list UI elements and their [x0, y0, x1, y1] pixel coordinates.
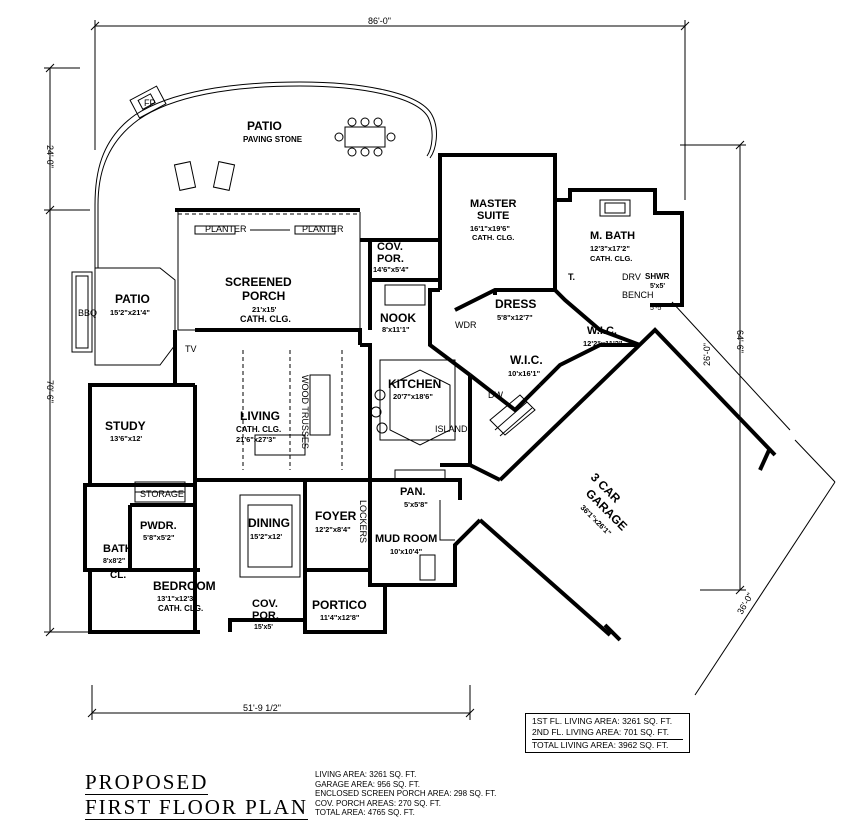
cov-por-top-size: 14'6"x5'4" — [373, 265, 409, 274]
living-name: LIVING — [240, 409, 280, 423]
patio-top-sub: PAVING STONE — [243, 135, 303, 144]
summary-garage: GARAGE AREA: 956 SQ. FT. — [315, 779, 420, 789]
living-area-table: 1ST FL. LIVING AREA: 3261 SQ. FT. 2ND FL… — [525, 713, 690, 753]
master-suite-sub: CATH. CLG. — [472, 233, 514, 242]
dim-bath-jog: 5'-5" — [650, 305, 664, 312]
screened-porch-sub: CATH. CLG. — [240, 314, 291, 324]
pwdr-name: PWDR. — [140, 520, 177, 532]
nook-size: 8'x11'1" — [382, 325, 410, 334]
dim-left-depth: 70'-6" — [45, 380, 55, 403]
area-first-floor: 1ST FL. LIVING AREA: 3261 SQ. FT. — [532, 716, 673, 726]
summary-cov-porch: COV. PORCH AREAS: 270 SQ. FT. — [315, 798, 441, 808]
portico-name: PORTICO — [312, 598, 367, 612]
fire-pit-label: FP — [144, 98, 156, 108]
area-second-floor: 2ND FL. LIVING AREA: 701 SQ. FT. — [532, 727, 669, 737]
drv-label: DRV — [622, 272, 641, 282]
wic-master-name: W.I.C. — [587, 325, 617, 337]
screened-porch-name: SCREENED — [225, 275, 292, 289]
patio-top-outline — [94, 81, 437, 268]
screened-porch-size: 21'x15' — [252, 305, 277, 314]
wic-center-name: W.I.C. — [510, 353, 543, 367]
toilet-name: T. — [568, 272, 575, 282]
bath-size: 8'x8'2" — [103, 558, 125, 565]
dining-size: 15'2"x12' — [250, 532, 282, 541]
summary-total: TOTAL AREA: 4765 SQ. FT. — [315, 808, 415, 817]
wdr-label: WDR — [455, 320, 477, 330]
bedroom-size: 13'1"x12'3" — [157, 594, 197, 603]
pan-size: 5'x5'8" — [404, 500, 428, 509]
plan-title: PROPOSED FIRST FLOOR PLAN — [85, 770, 308, 820]
patio-left-size: 15'2"x21'4" — [110, 308, 150, 317]
pwdr-size: 5'8"x5'2" — [143, 533, 175, 542]
dim-patio-depth: 24'-0" — [45, 145, 55, 168]
dim-overall-width: 86'-0" — [368, 16, 391, 26]
screened-porch-name2: PORCH — [242, 289, 285, 303]
foyer-size: 12'2"x8'4" — [315, 525, 351, 534]
wood-trusses-label: WOOD TRUSSES — [300, 375, 310, 449]
bath-name: BATH — [103, 543, 133, 555]
study-name: STUDY — [105, 419, 146, 433]
summary-living: LIVING AREA: 3261 SQ. FT. — [315, 770, 417, 779]
cov-por-front-name: COV. — [252, 598, 278, 610]
nook-name: NOOK — [380, 311, 416, 325]
area-total-living: TOTAL LIVING AREA: 3962 SQ. FT. — [532, 739, 683, 751]
island-label: ISLAND — [435, 424, 468, 434]
kitchen-name: KITCHEN — [388, 377, 441, 391]
master-suite-name: MASTER — [470, 198, 517, 210]
bench-label: BENCH — [622, 290, 654, 300]
planter-right-label: PLANTER — [302, 224, 344, 234]
dining-name: DINING — [248, 516, 290, 530]
master-suite-name2: SUITE — [477, 210, 509, 222]
dress-name: DRESS — [495, 297, 536, 311]
storage-label: STORAGE — [140, 489, 184, 499]
living-sub: CATH. CLG. — [236, 425, 281, 434]
lockers-label: LOCKERS — [358, 500, 368, 543]
wic-master-size: 12'2"x11'3" — [583, 339, 623, 348]
shwr-name: SHWR — [645, 272, 670, 281]
shwr-size: 5'x5' — [650, 283, 665, 290]
living-size: 21'6"x27'3" — [236, 435, 276, 444]
foyer-name: FOYER — [315, 509, 357, 523]
patio-left-name: PATIO — [115, 292, 150, 306]
patio-top-name: PATIO — [247, 119, 282, 133]
kitchen-size: 20'7"x18'6" — [393, 392, 433, 401]
dress-size: 5'8"x12'7" — [497, 313, 533, 322]
study-size: 13'6"x12' — [110, 434, 142, 443]
tv-label: TV — [185, 344, 197, 354]
dw-label: DW — [488, 390, 503, 400]
bbq-label: BBQ — [78, 308, 97, 318]
cov-por-front-name2: POR. — [252, 610, 279, 622]
title-line1: PROPOSED — [85, 770, 209, 795]
dim-garage-depth: 36'-0" — [735, 591, 755, 616]
mud-room-size: 10'x10'4" — [390, 547, 423, 556]
cov-por-front-size: 15'x5' — [254, 624, 273, 631]
wic-center-size: 10'x16'1" — [508, 369, 541, 378]
cl-name: CL. — [110, 570, 126, 581]
bedroom-name: BEDROOM — [153, 579, 216, 593]
cov-por-top-name: COV. — [377, 241, 403, 253]
planter-left-label: PLANTER — [205, 224, 247, 234]
title-line2: FIRST FLOOR PLAN — [85, 795, 308, 820]
m-bath-name: M. BATH — [590, 230, 635, 242]
dim-front-width: 51'-9 1/2" — [243, 703, 281, 713]
master-suite-size: 16'1"x19'6" — [470, 224, 510, 233]
interior-details — [134, 199, 631, 581]
walls — [71, 153, 777, 642]
bedroom-sub: CATH. CLG. — [158, 604, 203, 613]
mud-room-name: MUD ROOM — [375, 533, 437, 545]
summary-screen: ENCLOSED SCREEN PORCH AREA: 298 SQ. FT. — [315, 789, 497, 798]
dimension-lines — [44, 20, 836, 720]
room-labels: MASTER SUITE 16'1"x19'6" CATH. CLG. M. B… — [78, 198, 670, 631]
cov-por-top-name2: POR. — [377, 253, 404, 265]
m-bath-size: 12'3"x17'2" — [590, 244, 630, 253]
dim-right-depth: 64'-6" — [735, 330, 745, 353]
area-summary: LIVING AREA: 3261 SQ. FT. GARAGE AREA: 9… — [315, 770, 496, 818]
dim-garage-side: 26'-0" — [702, 343, 712, 366]
pan-name: PAN. — [400, 486, 425, 498]
m-bath-sub: CATH. CLG. — [590, 254, 632, 263]
portico-size: 11'4"x12'8" — [320, 613, 360, 622]
